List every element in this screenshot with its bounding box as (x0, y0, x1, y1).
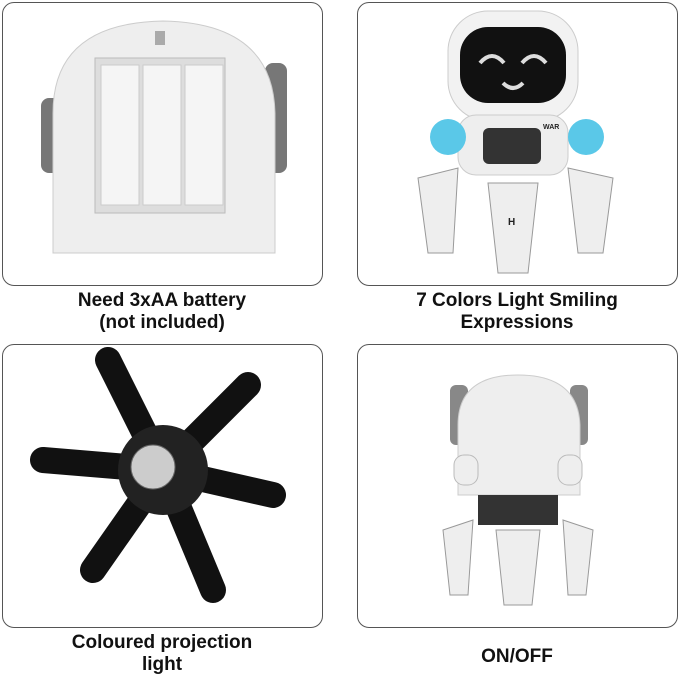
robot-back-image (442, 374, 594, 606)
caption-line: Expressions (460, 312, 574, 333)
switch-panel (357, 344, 678, 628)
face-caption: 7 Colors Light Smiling Expressions (352, 290, 679, 334)
leg-letter: H (508, 217, 515, 228)
caption-line: 7 Colors Light Smiling (416, 290, 618, 311)
caption-line: light (141, 654, 183, 675)
robot-underside-image (30, 347, 286, 603)
caption-line: Need 3xAA battery (77, 290, 247, 311)
projection-caption: Coloured projection light (0, 632, 327, 676)
chest-label: WAR (543, 124, 559, 131)
caption-line: (not included) (99, 312, 225, 333)
face-panel: WAR H (357, 2, 678, 286)
battery-caption: Need 3xAA battery (not included) (0, 290, 327, 334)
battery-compartment-image (41, 20, 287, 254)
switch-caption: ON/OFF (352, 646, 679, 668)
projection-panel (2, 344, 323, 628)
caption-line: Coloured projection (71, 632, 253, 653)
robot-front-image: WAR H (417, 10, 614, 274)
caption-line: ON/OFF (481, 646, 553, 667)
battery-panel (2, 2, 323, 286)
